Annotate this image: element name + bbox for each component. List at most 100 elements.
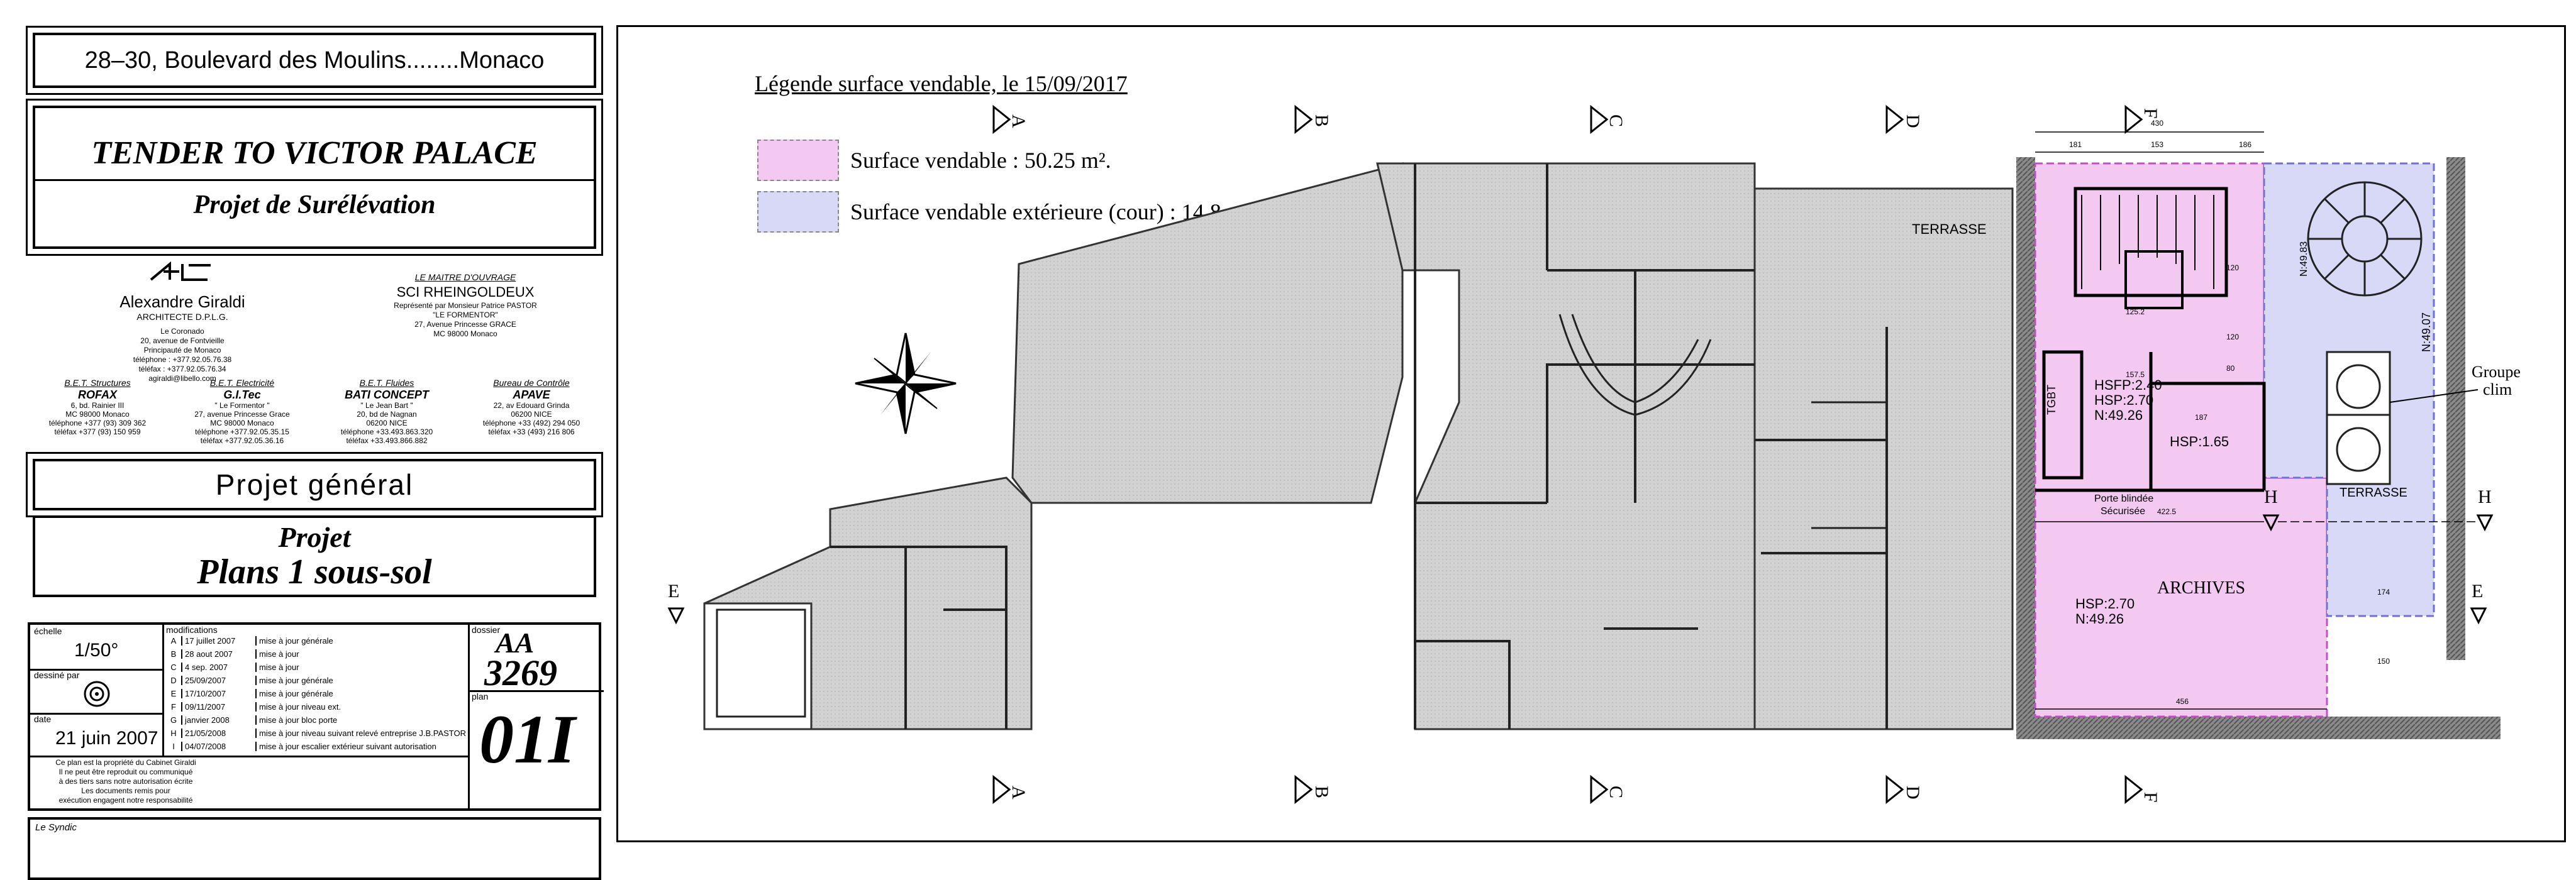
- bet-line: téléfax +33.493.866.882: [346, 436, 428, 445]
- room-terrasse-right: TERRASSE: [2340, 486, 2407, 500]
- owner-line: 27, Avenue Princesse GRACE: [414, 320, 516, 329]
- legend-swatch-vendable: [757, 140, 839, 181]
- dim-120-a: 120: [2226, 263, 2239, 272]
- plan-number: 01I: [479, 701, 575, 778]
- bet-heading: B.E.T. Fluides: [359, 378, 414, 388]
- central-block: [1376, 162, 1756, 730]
- project-subtitle: Projet de Surélévation: [193, 190, 436, 219]
- bet-line: 06200 NICE: [511, 410, 552, 419]
- info-table: échelle 1/50° dessiné par date 21 juin 2…: [28, 622, 604, 811]
- dim-120-b: 120: [2226, 333, 2239, 341]
- bet-line: 6, bd. Rainier III: [70, 401, 125, 410]
- bet-line: MC 98000 Monaco: [210, 419, 274, 427]
- bet-line: " Le Jean Bart ": [360, 401, 413, 410]
- bet-line: téléphone +33 (492) 294 050: [482, 419, 580, 427]
- section-b-bottom: B: [1311, 786, 1332, 798]
- bet-controle: Bureau de Contrôle APAVE 22, av Edouard …: [459, 377, 604, 436]
- dim-157-5: 157.5: [2126, 370, 2145, 379]
- plan-label: plan: [472, 691, 489, 701]
- bet-line: 20, bd de Nagnan: [357, 410, 417, 419]
- dim-430: 430: [2151, 119, 2163, 128]
- plan-title: Plans 1 sous-sol: [197, 553, 432, 591]
- date-value: 21 juin 2007: [55, 728, 158, 749]
- bet-line: téléfax +33 (493) 216 806: [488, 427, 575, 436]
- hsfp: HSFP:2.40: [2094, 377, 2162, 393]
- modifications-label: modifications: [166, 625, 218, 635]
- bet-line: 06200 NICE: [366, 419, 408, 427]
- dim-181: 181: [2069, 140, 2082, 149]
- dimension-labels: 430 181 153 186 120 120 187 422.5 456 15…: [2069, 119, 2390, 706]
- owner-line: Représenté par Monsieur Patrice PASTOR: [394, 301, 537, 310]
- dim-187: 187: [2195, 413, 2207, 422]
- west-courtyard: [1011, 162, 1404, 504]
- bet-fluides: B.E.T. Fluides BATI CONCEPT " Le Jean Ba…: [314, 377, 459, 445]
- project-address: 28–30, Boulevard des Moulins........Mona…: [26, 26, 603, 95]
- section-e-left: E: [668, 581, 679, 602]
- section-f-top: F: [2140, 108, 2161, 119]
- bet-line: téléfax +377 (93) 150 959: [54, 427, 141, 436]
- copyright-note: Ce plan est la propriété du Cabinet Gira…: [55, 758, 196, 805]
- bet-name: G.I.Tec: [223, 388, 261, 401]
- archives-hsp: HSP:2.70: [2075, 596, 2135, 612]
- porte-securisee: Sécurisée: [2101, 506, 2145, 517]
- archives-n: N:49.26: [2075, 611, 2124, 627]
- dessine-label: dessiné par: [34, 670, 80, 680]
- architect-role: ARCHITECTE D.P.L.G.: [136, 312, 228, 322]
- dim-125-2: 125.2: [2126, 307, 2145, 316]
- bet-line: téléphone +33.493.863.320: [340, 427, 433, 436]
- bet-name: BATI CONCEPT: [345, 388, 429, 401]
- drawing-frame: [616, 25, 2566, 842]
- clim-label: clim: [2483, 380, 2512, 399]
- plan-title-projet: Projet: [278, 521, 351, 553]
- dossier-number-2: 3269: [484, 652, 557, 693]
- architect-block: Alexandre Giraldi ARCHITECTE D.P.L.G. Le…: [63, 258, 302, 383]
- projet-general: Projet général: [26, 452, 603, 517]
- dossier-number-1: AA: [496, 627, 535, 659]
- architect-line: Principauté de Monaco: [143, 346, 221, 355]
- project-title-box: TENDER TO VICTOR PALACE Projet de Surélé…: [26, 99, 603, 256]
- section-markers: A B C D F A B C D F E E H H: [667, 104, 2494, 805]
- project-title: TENDER TO VICTOR PALACE: [35, 135, 594, 181]
- bet-line: MC 98000 Monaco: [65, 410, 130, 419]
- section-c-bottom: C: [1606, 786, 1626, 798]
- syndic-label: Le Syndic: [35, 822, 77, 833]
- architect-line: téléphone : +377.92.05.76.38: [133, 355, 232, 364]
- section-c-top: C: [1606, 114, 1626, 127]
- credits: Alexandre Giraldi ARCHITECTE D.P.L.G. Le…: [25, 258, 604, 446]
- dim-422-5: 422.5: [2157, 507, 2176, 516]
- groupe-clim-leader: [2389, 389, 2479, 403]
- archive-walls: [2035, 187, 2266, 492]
- echelle-label: échelle: [34, 626, 62, 636]
- plan-title-box: Projet Plans 1 sous-sol: [33, 515, 596, 597]
- bet-line: téléphone +377 (93) 309 362: [48, 419, 147, 427]
- legend-swatch-exterieure: [757, 191, 839, 233]
- legend-item-vendable: Surface vendable : 50.25 m².: [850, 148, 1111, 173]
- dim-456: 456: [2176, 697, 2189, 706]
- floor-plan: TERRASSE ARCHIVES HSP:2.70 N:49.26 HSFP:…: [667, 104, 2521, 805]
- bet-heading: B.E.T. Electricité: [209, 378, 275, 388]
- owner-name: SCI RHEINGOLDEUX: [396, 284, 535, 300]
- title-block: 28–30, Boulevard des Moulins........Mona…: [25, 25, 604, 880]
- architect-line: téléfax : +377.92.05.76.34: [138, 365, 226, 373]
- owner-block: LE MAITRE D'OUVRAGE SCI RHEINGOLDEUX Rep…: [352, 272, 579, 339]
- compass-rose-icon: [855, 333, 957, 434]
- bet-electricite: B.E.T. Electricité G.I.Tec " Le Formento…: [170, 377, 314, 445]
- hatched-wall-east: [2446, 157, 2465, 660]
- drafter-seal-icon: [84, 681, 110, 707]
- dimension-lines: [2035, 131, 2327, 710]
- owner-line: MC 98000 Monaco: [433, 329, 497, 338]
- section-e-right: E: [2472, 581, 2483, 602]
- stairs: [716, 314, 1888, 718]
- tgbt-label: TGBT: [2045, 385, 2058, 415]
- section-d-top: D: [1902, 114, 1923, 128]
- groupe-label: Groupe: [2472, 363, 2521, 381]
- architect-name: Alexandre Giraldi: [119, 292, 245, 311]
- section-a-bottom: A: [1008, 786, 1029, 800]
